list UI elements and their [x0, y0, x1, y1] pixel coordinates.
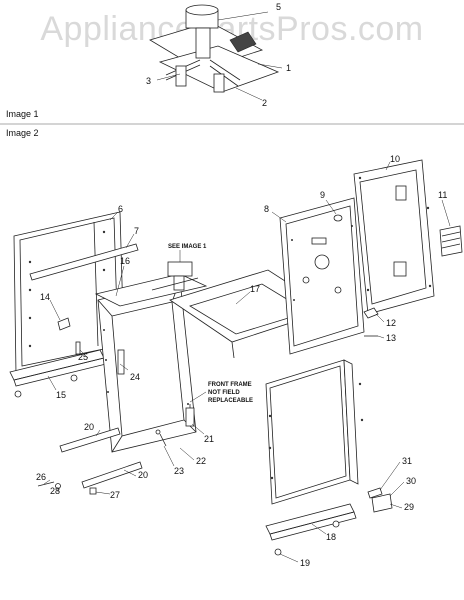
- rear-cover: [353, 159, 435, 315]
- bracket-29-30: [371, 493, 393, 513]
- callout-30: 30: [406, 476, 416, 486]
- callout-24: 24: [130, 372, 140, 382]
- grommet-9: [333, 214, 343, 222]
- bolt-26: [37, 481, 55, 487]
- callout-18: 18: [326, 532, 336, 542]
- callout-2: 2: [262, 98, 267, 108]
- right-side-panel: [265, 359, 364, 505]
- bracket-24: [117, 349, 125, 375]
- callout-9: 9: [320, 190, 325, 200]
- callout-8: 8: [264, 204, 269, 214]
- callout-27: 27: [110, 490, 120, 500]
- callout-21: 21: [204, 434, 214, 444]
- image1-label: Image 1: [6, 109, 39, 119]
- note-see-image-1: SEE IMAGE 1: [168, 244, 207, 250]
- callout-3: 3: [146, 76, 151, 86]
- screw-23: [159, 433, 167, 447]
- valve-assembly-ref: [151, 250, 199, 291]
- callout-15: 15: [56, 390, 66, 400]
- callout-22: 22: [196, 456, 206, 466]
- callout-16: 16: [120, 256, 130, 266]
- right-base-rail: [265, 503, 355, 535]
- rear-panel: [279, 197, 365, 355]
- callout-7: 7: [134, 226, 139, 236]
- callout-25: 25: [78, 352, 88, 362]
- callout-20-upper: 20: [84, 422, 94, 432]
- callout-17: 17: [250, 284, 260, 294]
- rail-20-upper: [59, 427, 121, 453]
- note-front-frame-2: NOT FIELD: [208, 390, 240, 396]
- side-trim-strip: [29, 243, 139, 281]
- callout-26: 26: [36, 472, 46, 482]
- callout-31: 31: [402, 456, 412, 466]
- clip-14: [57, 317, 71, 331]
- bracket-21: [185, 407, 195, 427]
- callout-14: 14: [40, 292, 50, 302]
- image2-label: Image 2: [6, 128, 39, 138]
- callout-28: 28: [50, 486, 60, 496]
- callout-29: 29: [404, 502, 414, 512]
- callout-6: 6: [118, 204, 123, 214]
- image1-valve-assembly: [149, 4, 283, 101]
- callout-12: 12: [386, 318, 396, 328]
- callout-23: 23: [174, 466, 184, 476]
- spacer-12: [363, 307, 379, 319]
- callout-10: 10: [390, 154, 400, 164]
- leader-lines: [43, 161, 451, 563]
- bolt-25: [75, 341, 81, 355]
- rail-20-lower: [81, 461, 143, 489]
- note-front-frame-1: FRONT FRAME: [208, 382, 252, 388]
- callout-19: 19: [300, 558, 310, 568]
- callout-1: 1: [286, 63, 291, 73]
- callout-11: 11: [438, 190, 447, 200]
- callout-5: 5: [276, 2, 281, 12]
- bracket-31: [367, 487, 383, 499]
- front-frame: [97, 279, 197, 453]
- vent-grille: [439, 225, 463, 257]
- callout-20-lower: 20: [138, 470, 148, 480]
- note-front-frame-3: REPLACEABLE: [208, 398, 253, 404]
- callout-13: 13: [386, 333, 396, 343]
- clip-27: [89, 487, 97, 495]
